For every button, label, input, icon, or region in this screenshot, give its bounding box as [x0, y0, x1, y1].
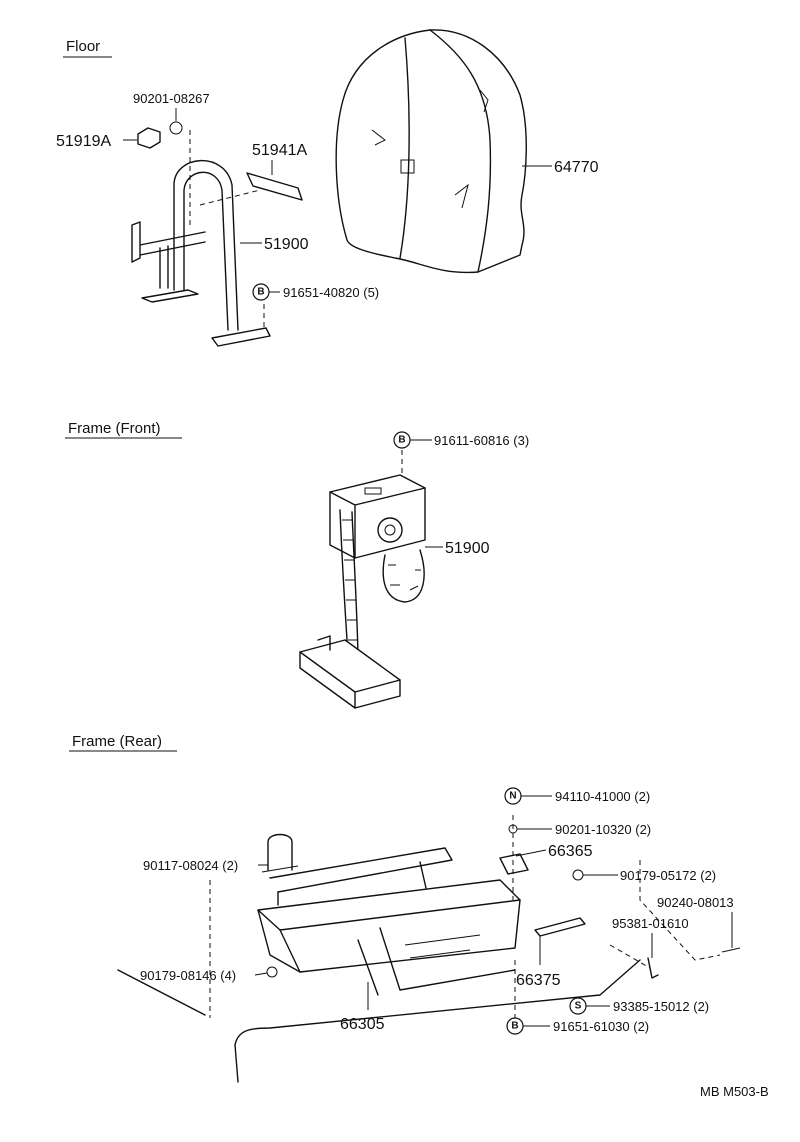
svg-text:B: B	[398, 435, 405, 446]
part-94110-41000-label: 94110-41000 (2)	[555, 789, 650, 804]
section-title-floor: Floor	[66, 38, 100, 55]
svg-text:N: N	[509, 791, 516, 802]
part-51900-front-label: 51900	[445, 540, 490, 557]
part-90179-08146-label: 90179-08146 (4)	[140, 968, 236, 983]
frame-rear-section: Frame (Rear)	[69, 733, 741, 1083]
svg-text:B: B	[511, 1021, 518, 1032]
part-90240-08013-label: 90240-08013	[657, 895, 734, 910]
section-title-frame-rear: Frame (Rear)	[72, 733, 162, 750]
svg-text:S: S	[575, 1001, 582, 1012]
frame-front-section: Frame (Front) B 91611-60816 (3)	[65, 420, 529, 709]
part-90117-08024-label: 90117-08024 (2)	[143, 858, 238, 873]
floor-carrier-drawing	[131, 121, 303, 347]
marker-b-floor: B	[252, 283, 270, 301]
diagram-code: MB M503-B	[700, 1084, 769, 1099]
tire-cover-drawing	[335, 29, 527, 274]
part-91611-60816-label: 91611-60816 (3)	[434, 433, 529, 448]
svg-text:B: B	[257, 287, 264, 298]
part-90179-05172-label: 90179-05172 (2)	[620, 868, 716, 883]
part-66365-label: 66365	[548, 843, 593, 860]
part-91651-61030-label: 91651-61030 (2)	[553, 1019, 649, 1034]
part-66375-label: 66375	[516, 972, 561, 989]
part-90201-10320-label: 90201-10320 (2)	[555, 822, 651, 837]
part-90201-08267-label: 90201-08267	[133, 91, 210, 106]
part-51900-floor-label: 51900	[264, 236, 309, 253]
part-66305-label: 66305	[340, 1016, 385, 1033]
part-51919A-label: 51919A	[56, 133, 111, 150]
marker-b-rear: B	[506, 1017, 524, 1035]
rear-carrier-drawing	[117, 815, 741, 1083]
front-carrier-drawing	[299, 474, 426, 709]
section-title-frame-front: Frame (Front)	[68, 420, 161, 437]
part-93385-15012-label: 93385-15012 (2)	[613, 999, 709, 1014]
marker-b-front: B	[393, 431, 411, 449]
marker-n-rear: N	[504, 787, 522, 805]
part-51941A-label: 51941A	[252, 142, 307, 159]
part-64770-label: 64770	[554, 159, 599, 176]
marker-s-rear: S	[569, 997, 587, 1015]
floor-section: Floor 64770 90201-08267	[56, 29, 599, 347]
part-95381-01610-label: 95381-01610	[612, 916, 689, 931]
part-91651-40820-label: 91651-40820 (5)	[283, 285, 379, 300]
